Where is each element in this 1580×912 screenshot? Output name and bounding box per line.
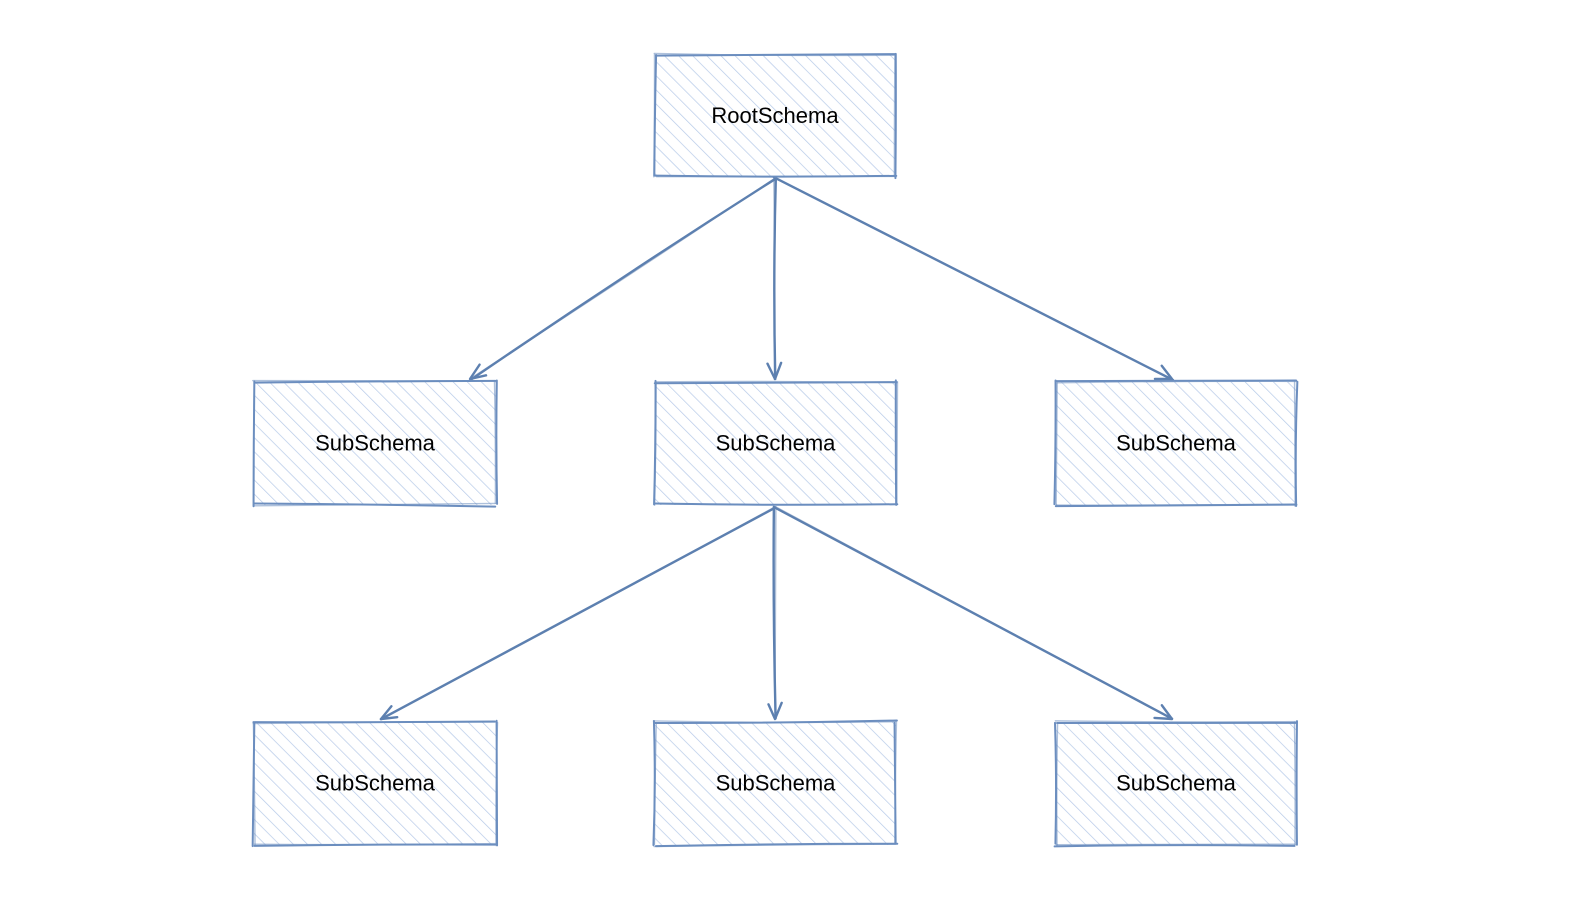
node-fill-hatch [1056, 722, 1296, 845]
node-fill-hatch [1056, 382, 1296, 505]
node-fill-hatch [254, 722, 496, 845]
node-border [1053, 720, 1298, 848]
node-border [653, 379, 899, 506]
edge-sub-l1-b-to-sub-l2-b[interactable] [767, 505, 783, 721]
edge-sub-l1-b-to-sub-l2-a[interactable] [379, 506, 776, 721]
edge-root-to-sub-l1-a[interactable] [468, 177, 777, 382]
edge-sub-l1-b-to-sub-l2-c[interactable] [772, 506, 1174, 721]
node-label: SubSchema [716, 770, 837, 795]
node-fill-hatch [655, 722, 896, 845]
node-sub-l2-b[interactable]: SubSchema [652, 719, 899, 848]
node-fill-hatch [655, 382, 896, 505]
node-sub-l2-a[interactable]: SubSchema [251, 719, 499, 848]
node-sub-l1-b[interactable]: SubSchema [653, 379, 899, 506]
node-label: RootSchema [711, 103, 839, 128]
node-border [252, 379, 499, 508]
edge-root-to-sub-l1-b[interactable] [766, 176, 783, 381]
node-fill-hatch [254, 382, 496, 505]
edge-root-to-sub-l1-c[interactable] [772, 175, 1175, 382]
node-border [653, 52, 898, 180]
node-root[interactable]: RootSchema [653, 52, 898, 180]
node-sub-l2-c[interactable]: SubSchema [1053, 720, 1298, 848]
node-label: SubSchema [315, 430, 436, 455]
node-fill-hatch [655, 55, 895, 177]
node-label: SubSchema [315, 770, 436, 795]
edges-layer [379, 175, 1175, 721]
node-border [652, 719, 899, 848]
node-label: SubSchema [1116, 430, 1237, 455]
node-sub-l1-c[interactable]: SubSchema [1053, 379, 1299, 508]
node-label: SubSchema [716, 430, 837, 455]
node-label: SubSchema [1116, 770, 1237, 795]
node-sub-l1-a[interactable]: SubSchema [252, 379, 499, 508]
node-border [251, 719, 499, 848]
node-border [1053, 379, 1299, 508]
